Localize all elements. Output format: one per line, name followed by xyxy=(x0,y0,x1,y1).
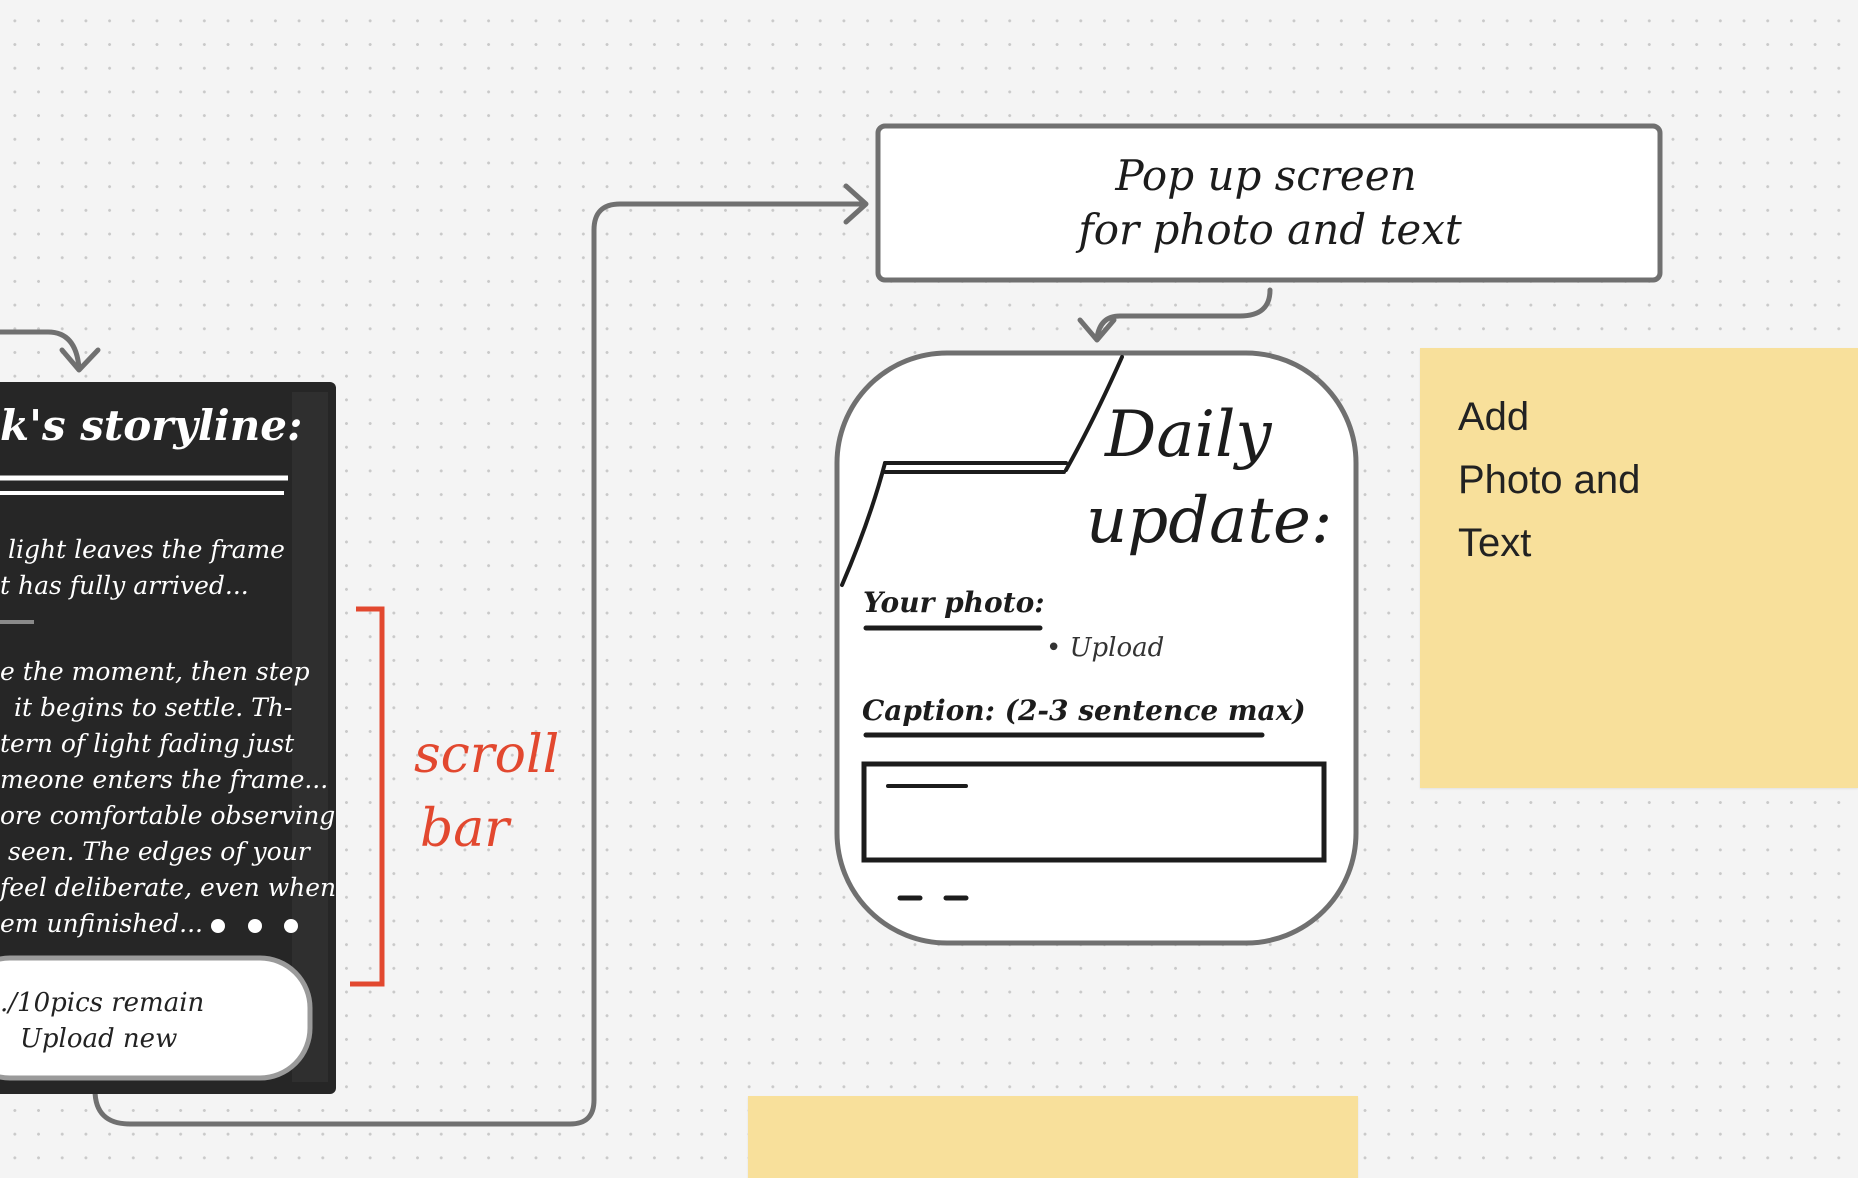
sticky-line-2: Photo and xyxy=(1458,458,1641,502)
daily-update-phone[interactable]: Daily update: Your photo: • Upload Capti… xyxy=(834,350,1359,946)
popup-box-line1: Pop up screen xyxy=(1114,151,1416,200)
story-para2-line3: tern of light fading just xyxy=(0,729,295,758)
story-para2-line4: meone enters the frame... xyxy=(0,765,328,794)
your-photo-label: Your photo: xyxy=(863,586,1045,619)
sticky-line-3: Text xyxy=(1458,521,1532,565)
arrowhead-into-phone xyxy=(1077,317,1117,343)
scroll-bar-annotation-line2: bar xyxy=(420,799,512,859)
storyline-scrollbar-track[interactable] xyxy=(292,392,328,1082)
daily-update-title-line2: update: xyxy=(1086,484,1332,558)
scroll-bar-bracket xyxy=(350,606,385,987)
story-para2-line7: feel deliberate, even when xyxy=(0,873,336,902)
story-para2-line1: e the moment, then step xyxy=(0,657,310,686)
header-sketch-lines xyxy=(840,355,1124,587)
pics-remain-label: ./10pics remain xyxy=(0,988,204,1018)
story-para2-line2: it begins to settle. Th- xyxy=(14,693,292,722)
daily-update-title-line1: Daily xyxy=(1104,398,1272,472)
more-dots-icon[interactable] xyxy=(211,919,298,933)
story-para2-line8: em unfinished... xyxy=(0,909,203,938)
sticky-note-text: Add Photo and Text xyxy=(1458,386,1838,575)
story-para2-line5: ore comfortable observing xyxy=(0,801,335,830)
story-para1-line1: light leaves the frame xyxy=(8,535,285,564)
sticky-line-1: Add xyxy=(1458,395,1530,439)
sticky-note-bottom[interactable] xyxy=(748,1096,1358,1178)
connector-arrow-card-to-popup[interactable] xyxy=(92,201,865,1127)
arrowhead-into-popup xyxy=(843,183,869,225)
upload-link[interactable]: • Upload xyxy=(1046,633,1164,663)
sticky-note-add-photo-text[interactable]: Add Photo and Text xyxy=(1420,348,1858,788)
scroll-bar-annotation-line1: scroll xyxy=(414,725,559,785)
storyline-card[interactable]: k's storyline: light leaves the frame t … xyxy=(0,382,336,1094)
caption-label: Caption: (2-3 sentence max) xyxy=(862,694,1306,727)
popup-box[interactable]: Pop up screen for photo and text xyxy=(875,123,1663,283)
story-para1-line2: t has fully arrived... xyxy=(0,571,249,600)
connector-arrow-into-card[interactable] xyxy=(0,329,82,371)
popup-box-line2: for photo and text xyxy=(1075,205,1462,254)
upload-new-label: Upload new xyxy=(20,1024,177,1054)
storyline-title: k's storyline: xyxy=(0,401,303,450)
arrowhead-into-card xyxy=(59,347,101,373)
connector-arrow-popup-to-phone[interactable] xyxy=(1094,287,1273,341)
upload-new-button[interactable]: ./10pics remain Upload new xyxy=(0,955,313,1081)
story-para2-line6: seen. The edges of your xyxy=(8,837,312,866)
caption-input-field[interactable] xyxy=(861,761,1327,863)
